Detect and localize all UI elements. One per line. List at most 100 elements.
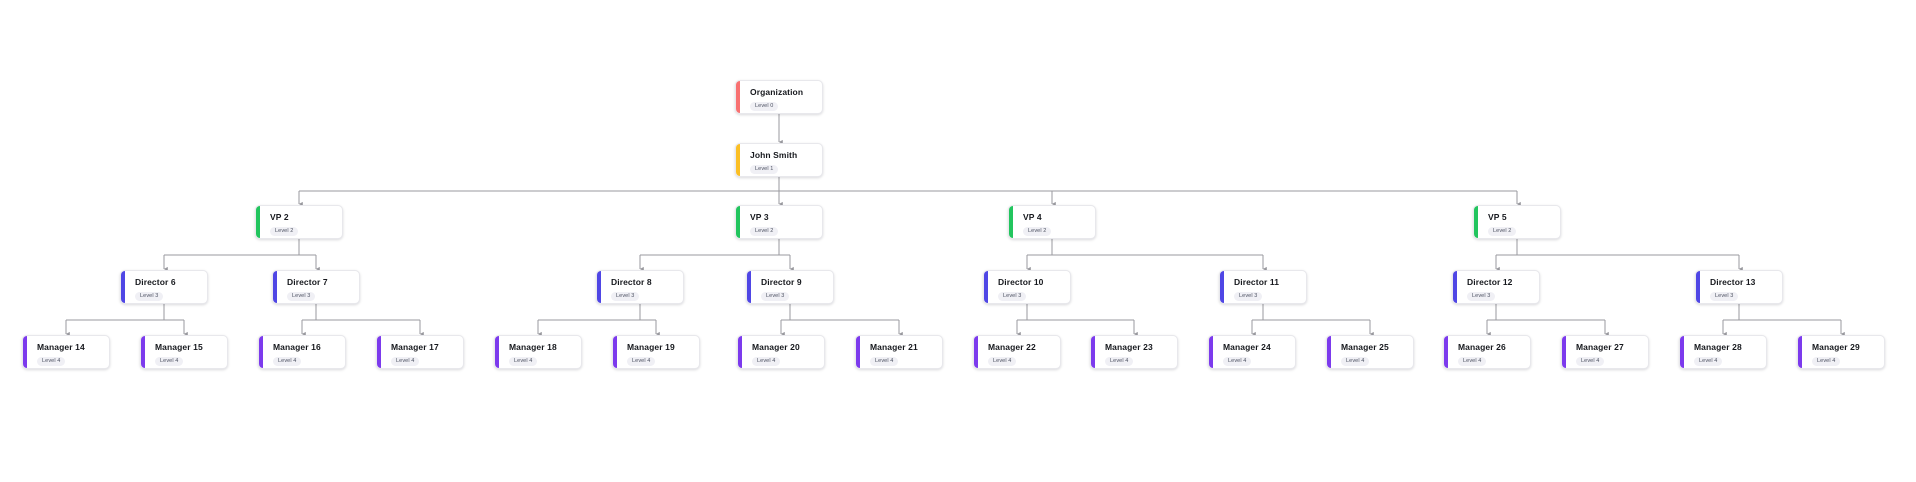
- node-level-badge: Level 3: [287, 291, 316, 302]
- org-node-director-11[interactable]: Director 11 Level 3: [1219, 270, 1307, 304]
- node-level-badge: Level 4: [1341, 356, 1370, 367]
- node-level-badge: Level 4: [1223, 356, 1252, 367]
- node-body: Director 9 Level 3: [751, 271, 833, 303]
- node-level-badge: Level 4: [870, 356, 899, 367]
- node-title: Manager 27: [1576, 342, 1624, 352]
- node-level-badge: Level 3: [1710, 291, 1739, 302]
- node-level-badge: Level 2: [1023, 226, 1052, 237]
- node-accent-bar: [1327, 336, 1331, 368]
- node-title: Director 9: [761, 277, 802, 287]
- node-level-badge: Level 4: [1812, 356, 1841, 367]
- org-node-director-8[interactable]: Director 8 Level 3: [596, 270, 684, 304]
- node-accent-bar: [736, 81, 740, 113]
- node-body: Director 11 Level 3: [1224, 271, 1306, 303]
- node-accent-bar: [597, 271, 601, 303]
- node-accent-bar: [974, 336, 978, 368]
- node-title: VP 4: [1023, 212, 1042, 222]
- node-accent-bar: [1562, 336, 1566, 368]
- node-level-badge: Level 4: [155, 356, 184, 367]
- node-accent-bar: [495, 336, 499, 368]
- node-accent-bar: [1798, 336, 1802, 368]
- node-title: Director 7: [287, 277, 328, 287]
- node-level-badge: Level 4: [1576, 356, 1605, 367]
- node-title: Manager 16: [273, 342, 321, 352]
- node-title: Manager 20: [752, 342, 800, 352]
- node-level-badge: Level 3: [611, 291, 640, 302]
- node-title: VP 5: [1488, 212, 1507, 222]
- node-accent-bar: [856, 336, 860, 368]
- org-node-vp-4[interactable]: VP 4 Level 2: [1008, 205, 1096, 239]
- node-accent-bar: [747, 271, 751, 303]
- org-node-director-7[interactable]: Director 7 Level 3: [272, 270, 360, 304]
- org-node-director-12[interactable]: Director 12 Level 3: [1452, 270, 1540, 304]
- node-accent-bar: [736, 206, 740, 238]
- node-title: Director 11: [1234, 277, 1280, 287]
- node-level-badge: Level 4: [509, 356, 538, 367]
- node-body: Manager 15 Level 4: [145, 336, 227, 368]
- node-title: Director 8: [611, 277, 652, 287]
- node-level-badge: Level 4: [1105, 356, 1134, 367]
- node-level-badge: Level 4: [37, 356, 66, 367]
- org-node-director-10[interactable]: Director 10 Level 3: [983, 270, 1071, 304]
- node-accent-bar: [1696, 271, 1700, 303]
- node-title: John Smith: [750, 150, 798, 160]
- org-node-manager-27[interactable]: Manager 27 Level 4: [1561, 335, 1649, 369]
- node-title: Director 12: [1467, 277, 1513, 287]
- node-level-badge: Level 2: [270, 226, 299, 237]
- node-body: Director 8 Level 3: [601, 271, 683, 303]
- node-level-badge: Level 3: [1467, 291, 1496, 302]
- node-accent-bar: [377, 336, 381, 368]
- node-level-badge: Level 3: [998, 291, 1027, 302]
- node-body: Manager 24 Level 4: [1213, 336, 1295, 368]
- node-title: Organization: [750, 87, 804, 97]
- node-accent-bar: [1453, 271, 1457, 303]
- node-title: Director 10: [998, 277, 1044, 287]
- org-node-manager-24[interactable]: Manager 24 Level 4: [1208, 335, 1296, 369]
- node-title: Manager 15: [155, 342, 203, 352]
- node-accent-bar: [1474, 206, 1478, 238]
- node-level-badge: Level 3: [1234, 291, 1263, 302]
- node-accent-bar: [1209, 336, 1213, 368]
- node-level-badge: Level 3: [761, 291, 790, 302]
- node-body: Director 7 Level 3: [277, 271, 359, 303]
- node-title: Director 6: [135, 277, 176, 287]
- node-accent-bar: [121, 271, 125, 303]
- node-accent-bar: [1009, 206, 1013, 238]
- org-node-director-9[interactable]: Director 9 Level 3: [746, 270, 834, 304]
- org-node-manager-15[interactable]: Manager 15 Level 4: [140, 335, 228, 369]
- node-title: Manager 24: [1223, 342, 1271, 352]
- node-accent-bar: [984, 271, 988, 303]
- node-accent-bar: [1220, 271, 1224, 303]
